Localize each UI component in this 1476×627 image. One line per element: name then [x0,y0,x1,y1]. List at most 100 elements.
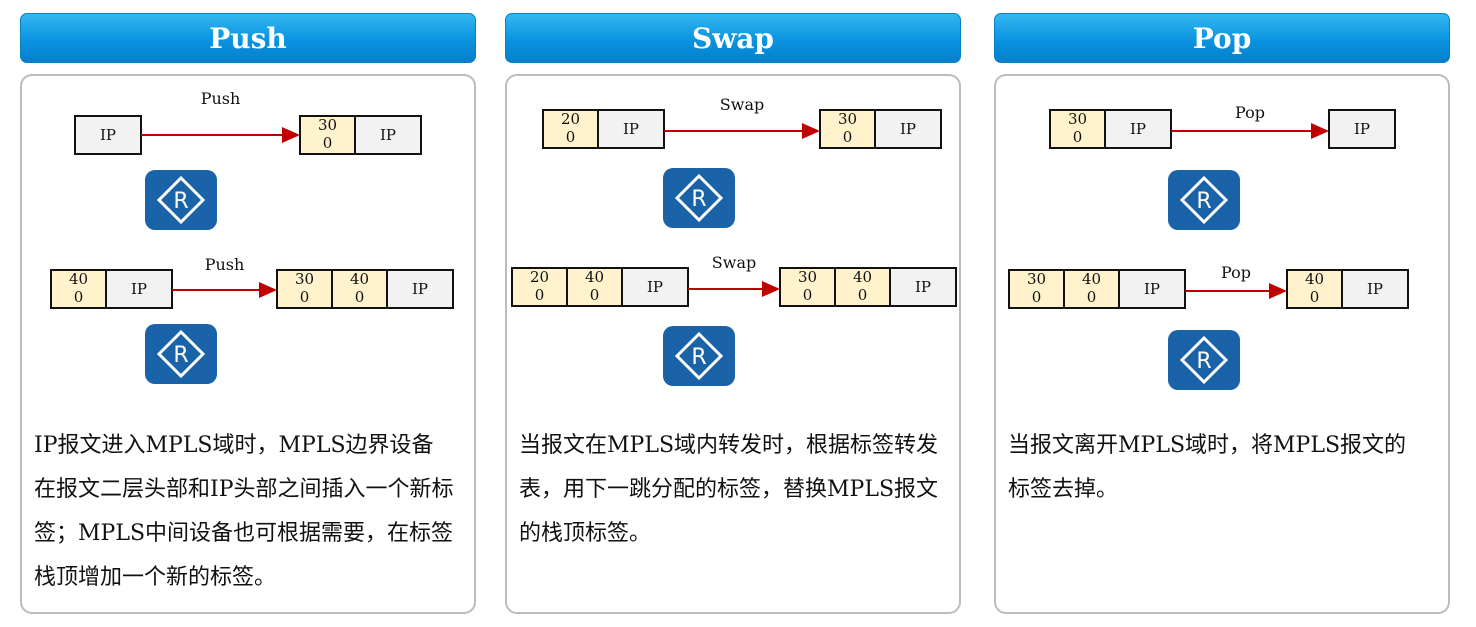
pop-top-operation-label: Pop [1235,103,1265,122]
swap-bottom-out-cell-text: IP [915,278,931,296]
pop-bottom-out-cell-text: IP [1367,280,1383,298]
push-header: Push [20,13,476,63]
swap-bottom-out-ip-cell [889,267,957,307]
push-top-router-label: R [173,189,188,214]
push-top-in-cell-text: IP [100,126,116,144]
push-bottom-in-cell-text: 0 [74,288,84,306]
push-bottom-out-cell-text: IP [412,280,428,298]
pop-top-out-ip-cell [1328,109,1396,149]
swap-header: Swap [505,13,961,63]
swap-bottom-in-cell-text: 20 [530,268,549,286]
swap-bottom-in-label-cell [511,267,568,307]
push-description: IP报文进入MPLS域时，MPLS边界设备在报文二层头部和IP头部之间插入一个新… [34,433,454,590]
pop-top-out-cell-text: IP [1354,120,1370,138]
swap-top-router-label: R [691,187,706,212]
pop-top-router-body [1168,170,1240,230]
swap-top-out-label-cell [819,109,876,149]
swap-bottom-router-diamond [674,331,724,381]
swap-top-operation-label: Swap [720,95,764,114]
swap-top-router-body [663,168,735,228]
pop-bottom-router-icon: R [1168,330,1240,390]
pop-bottom-out-packet: 400 IP [1286,269,1409,309]
swap-bottom-out-cell-text: 40 [853,268,872,286]
push-bottom-out-ip-cell [386,269,454,309]
swap-top-router-diamond [674,173,724,223]
swap-top-in-cell-text: 20 [561,110,580,128]
swap-bottom-router-label: R [691,345,706,370]
push-bottom-out-cell-text: 0 [355,288,365,306]
pop-bottom-in-cell-text: 30 [1027,270,1046,288]
pop-bottom-out-cell-text: 40 [1305,270,1324,288]
push-bottom-in-cell-text: 40 [69,270,88,288]
pop-bottom-in-label-cell [1008,269,1065,309]
swap-top-in-cell-text: 0 [566,128,576,146]
pop-top-router-diamond [1179,175,1229,225]
push-bottom-router-diamond [156,329,206,379]
push-top-router-icon: R [145,170,217,230]
swap-bottom-out-cell-text: 30 [798,268,817,286]
push-top-in-ip-cell [74,115,142,155]
push-top-out-cell-text: 30 [318,116,337,134]
pop-bottom-out-cell-text: 0 [1310,288,1320,306]
swap-top-in-label-cell [542,109,599,149]
pop-top-router-icon: R [1168,170,1240,230]
swap-top-in-ip-cell [597,109,665,149]
swap-bottom-in-cell-text: 0 [535,286,545,304]
push-bottom-out-cell-text: 0 [300,288,310,306]
push-bottom-router-icon: R [145,324,217,384]
pop-bottom-router-diamond [1179,335,1229,385]
push-bottom-out-cell-text: 40 [350,270,369,288]
pop-bottom-in-cell-text: 40 [1082,270,1101,288]
pop-top-out-packet: IP [1328,109,1396,149]
pop-bottom-in-cell-text: IP [1144,280,1160,298]
push-bottom-out-cell-text: 30 [295,270,314,288]
push-bottom-in-packet: 400 IP [50,269,173,309]
swap-bottom-out-cell-text: 0 [803,286,813,304]
swap-bottom-router-body [663,326,735,386]
push-top-out-label-cell [299,115,356,155]
swap-bottom-out-cell-text: 0 [858,286,868,304]
push-bottom-in-cell-text: IP [131,280,147,298]
swap-bottom-in-cell-text: 0 [590,286,600,304]
push-top-operation-label: Push [201,89,241,108]
swap-top-out-cell-text: 30 [838,110,857,128]
swap-bottom-in-cell-text: IP [647,278,663,296]
pop-bottom-out-label-cell [1286,269,1343,309]
pop-top-in-cell-text: IP [1130,120,1146,138]
push-top-out-ip-cell [354,115,422,155]
swap-bottom-router-icon: R [663,326,735,386]
pop-top-in-cell-text: 30 [1068,110,1087,128]
swap-bottom-out-label-cell [834,267,891,307]
push-bottom-router-label: R [173,343,188,368]
pop-bottom-router-body [1168,330,1240,390]
pop-bottom-in-cell-text: 0 [1087,288,1097,306]
swap-bottom-in-ip-cell [621,267,689,307]
push-top-router-body [145,170,217,230]
pop-top-router-label: R [1196,189,1211,214]
push-top-in-packet: IP [74,115,142,155]
push-bottom-router-body [145,324,217,384]
pop-bottom-operation-label: Pop [1221,263,1251,282]
push-bottom-out-label-cell [331,269,388,309]
swap-top-out-cell-text: IP [900,120,916,138]
